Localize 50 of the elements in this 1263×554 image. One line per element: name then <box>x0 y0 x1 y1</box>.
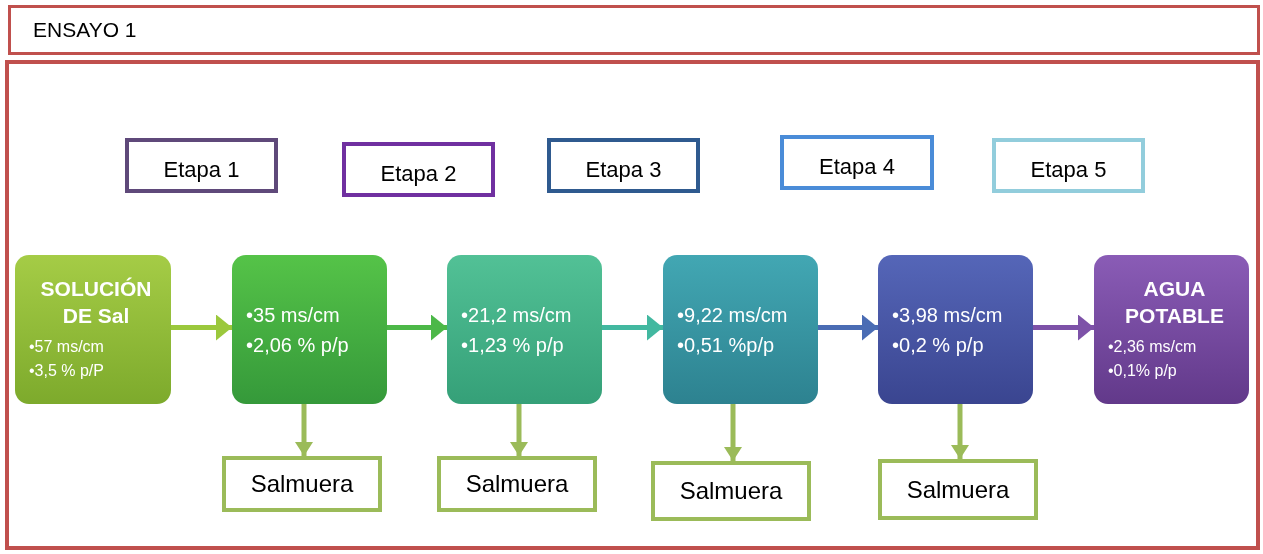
measurement-text: •3,5 % p/P <box>29 360 105 381</box>
stage-label: Etapa 2 <box>380 160 457 187</box>
arrow <box>387 314 447 341</box>
measurement-text: •9,22 ms/cm <box>677 302 789 328</box>
process-box <box>232 255 387 404</box>
measurement-text: •35 ms/cm <box>246 302 341 328</box>
stage-label: Etapa 1 <box>163 156 240 183</box>
arrow <box>602 314 663 341</box>
stage-box <box>125 138 278 193</box>
measurement-text: •2,06 % p/p <box>246 332 350 358</box>
title-text: ENSAYO 1 <box>33 18 137 42</box>
measurement-text: •0,2 % p/p <box>892 332 985 358</box>
output-label: Salmuera <box>906 475 1010 504</box>
output-label: Salmuera <box>250 470 354 498</box>
measurement-text: •57 ms/cm <box>29 336 105 357</box>
stage-label: Etapa 5 <box>1030 156 1107 183</box>
process-box <box>663 255 818 404</box>
measurement-text: •2,36 ms/cm <box>1108 336 1198 357</box>
output-box <box>437 456 597 512</box>
output-box <box>651 461 811 521</box>
output-label: Salmuera <box>465 470 569 498</box>
measurement-text: •21,2 ms/cm <box>461 302 573 328</box>
output-box <box>878 459 1038 520</box>
measurement-text: •1,23 % p/p <box>461 332 565 358</box>
process-box <box>878 255 1033 404</box>
output-label: Salmuera <box>679 477 783 505</box>
process-box <box>1094 255 1249 404</box>
process-heading: AGUA POTABLE <box>1124 276 1225 329</box>
frame-border <box>5 60 1260 550</box>
process-box <box>15 255 171 404</box>
measurement-text: •0,51 %p/p <box>677 332 776 358</box>
stage-label: Etapa 3 <box>585 156 662 183</box>
measurement-text: •3,98 ms/cm <box>892 302 1004 328</box>
arrow <box>724 404 742 461</box>
stage-box <box>547 138 700 193</box>
arrow <box>171 314 232 341</box>
title-box <box>8 5 1260 55</box>
measurement-text: •0,1% p/p <box>1108 360 1178 381</box>
process-box <box>447 255 602 404</box>
process-heading: SOLUCIÓN DE Sal <box>39 276 153 329</box>
arrow <box>295 404 313 456</box>
stage-label: Etapa 4 <box>819 153 895 180</box>
arrow <box>951 404 969 459</box>
stage-box <box>992 138 1145 193</box>
output-box <box>222 456 382 512</box>
stage-box <box>780 135 934 190</box>
stage-box <box>342 142 495 197</box>
arrow <box>510 404 528 456</box>
arrow <box>818 314 878 341</box>
arrow <box>1033 314 1094 341</box>
